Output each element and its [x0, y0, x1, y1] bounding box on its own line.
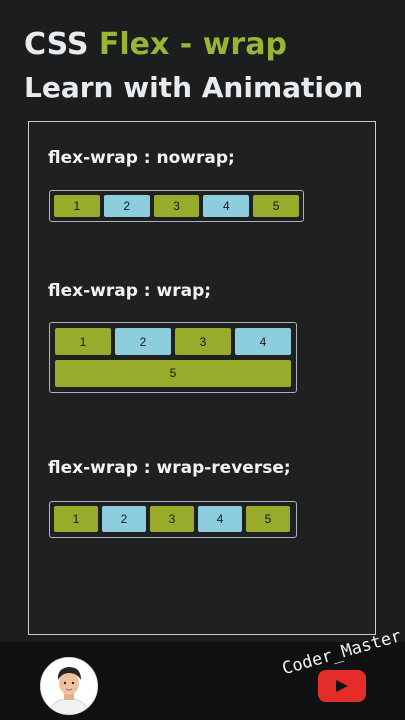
- flex-item-5: 5: [253, 195, 299, 217]
- flex-item-2: 2: [115, 328, 171, 355]
- title-accent: Flex - wrap: [98, 27, 287, 62]
- flex-item-3: 3: [150, 506, 194, 532]
- flex-item-1: 1: [54, 195, 100, 217]
- page-subtitle: Learn with Animation: [24, 71, 364, 104]
- nowrap-label: flex-wrap : nowrap;: [48, 148, 235, 168]
- title-prefix: CSS: [24, 27, 99, 62]
- flex-item-4: 4: [235, 328, 291, 355]
- flex-item-1: 1: [54, 506, 98, 532]
- flex-item-2: 2: [103, 195, 150, 217]
- flex-item-3: 3: [175, 328, 231, 355]
- flex-item-2: 2: [102, 506, 146, 532]
- wrap-flex-container: 1 2 3 4 5: [49, 322, 297, 393]
- wrap-reverse-flex-container: 1 2 3 4 5: [49, 501, 297, 538]
- title-line: CSS Flex - wrap: [24, 28, 363, 62]
- flex-item-5: 5: [55, 359, 291, 387]
- flex-item-5: 5: [246, 506, 290, 532]
- person-avatar-icon[interactable]: [40, 657, 98, 715]
- nowrap-flex-container: 1 2 3 4 5: [49, 190, 304, 222]
- page-title: CSS Flex - wrap Learn with Animation: [24, 28, 363, 106]
- flex-item-4: 4: [198, 506, 242, 532]
- wrap-reverse-label: flex-wrap : wrap-reverse;: [48, 458, 291, 478]
- youtube-play-icon[interactable]: [318, 670, 366, 702]
- flex-item-3: 3: [153, 195, 200, 217]
- flex-item-4: 4: [203, 195, 250, 217]
- wrap-label: flex-wrap : wrap;: [48, 281, 212, 301]
- flex-item-1: 1: [55, 328, 111, 355]
